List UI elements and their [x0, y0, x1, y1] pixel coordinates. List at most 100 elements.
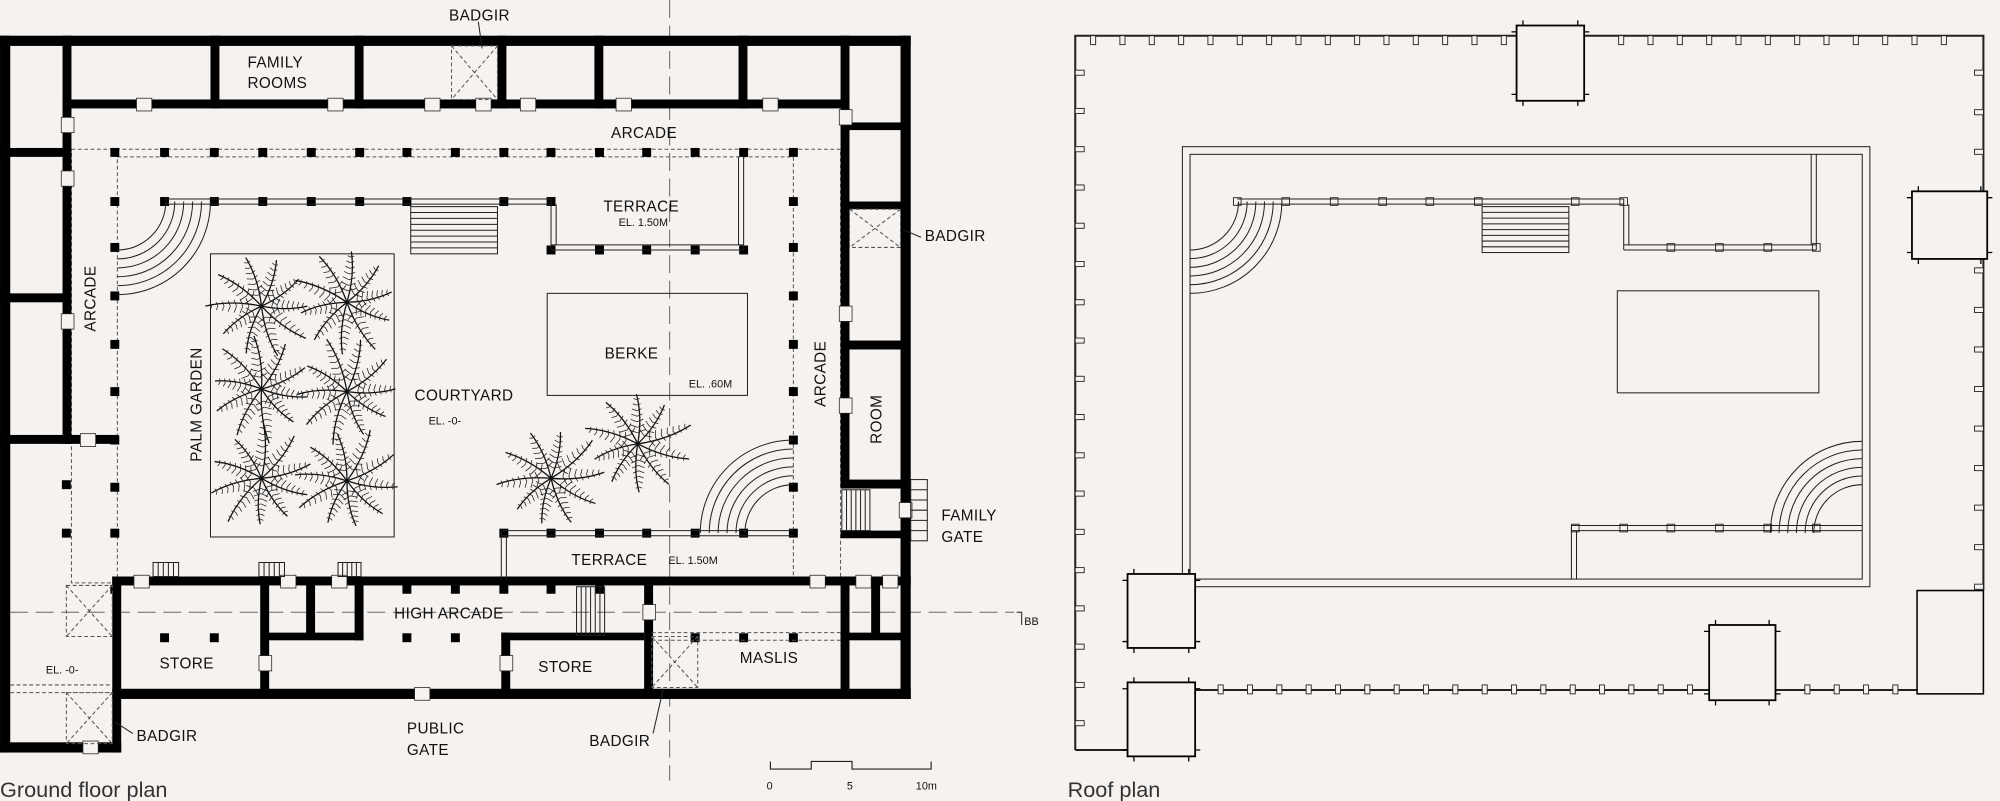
frond-leaflet: [262, 438, 268, 442]
frond-leaflet: [333, 375, 336, 384]
frond-leaflet: [242, 502, 247, 508]
frond-leaflet: [237, 500, 243, 503]
frond-leaflet: [260, 503, 267, 507]
roof-column: [1425, 197, 1435, 206]
frond-leaflet: [374, 310, 379, 315]
frond-leaflet: [585, 494, 590, 499]
frond-leaflet: [629, 424, 638, 428]
frond-leaflet: [648, 454, 656, 458]
frond-leaflet: [232, 288, 238, 293]
frond-leaflet: [325, 263, 329, 267]
frond-leaflet: [371, 365, 374, 371]
frond-leaflet: [250, 270, 256, 275]
frond-leaflet: [233, 299, 237, 307]
frond-leaflet: [294, 281, 298, 285]
frond-leaflet: [249, 492, 255, 500]
frond-leaflet: [267, 430, 272, 433]
frond-leaflet: [545, 463, 554, 469]
wall: [594, 35, 604, 109]
frond-leaflet: [243, 447, 247, 453]
column: [258, 147, 268, 157]
frond-leaflet: [578, 452, 584, 456]
frond-leaflet: [327, 469, 335, 474]
frond-leaflet: [637, 423, 645, 428]
label-arcade-top: ARCADE: [611, 125, 677, 142]
frond-leaflet: [372, 465, 378, 471]
frond-leaflet: [210, 305, 212, 310]
parapet-post: [1804, 684, 1811, 695]
frond-leaflet: [219, 405, 223, 409]
label-berke-el: EL. .60M: [689, 379, 732, 391]
column: [110, 197, 120, 206]
frond-leaflet: [283, 449, 289, 452]
frond-leaflet: [255, 503, 261, 507]
frond-leaflet: [525, 466, 532, 472]
palm-frond: [245, 305, 263, 354]
frond-leaflet: [362, 492, 370, 496]
frond-leaflet: [291, 389, 295, 395]
frond-leaflet: [325, 478, 330, 486]
frond-leaflet: [299, 369, 303, 373]
wall: [840, 122, 910, 131]
column: [690, 633, 700, 643]
frond-leaflet: [295, 328, 300, 332]
palm-frond: [261, 463, 311, 479]
roof-column: [1619, 523, 1628, 533]
parapet-post: [1074, 681, 1085, 688]
frond-leaflet: [243, 483, 246, 491]
frond-leaflet: [631, 459, 639, 464]
frond-leaflet: [263, 327, 269, 333]
frond-leaflet: [308, 287, 313, 292]
parapet-post: [1074, 490, 1085, 497]
label-public-gate-2: GATE: [407, 742, 449, 759]
frond-leaflet: [329, 297, 336, 304]
frond-leaflet: [344, 465, 353, 471]
frond-leaflet: [507, 455, 511, 458]
frond-leaflet: [551, 449, 557, 453]
frond-leaflet: [312, 371, 317, 375]
frond-leaflet: [240, 444, 244, 449]
door: [499, 655, 514, 672]
frond-leaflet: [365, 432, 368, 436]
frond-leaflet: [376, 295, 380, 300]
frond-leaflet: [376, 362, 379, 367]
frond-leaflet: [352, 376, 357, 385]
frond-leaflet: [228, 325, 233, 329]
frond-leaflet: [235, 317, 241, 322]
palm-frond: [346, 429, 371, 482]
roof-parapet: [1074, 34, 1985, 752]
frond-leaflet: [288, 418, 291, 422]
parapet-post: [1148, 35, 1155, 46]
label-terrace-bottom: TERRACE: [571, 552, 647, 569]
parapet-post: [1882, 35, 1889, 46]
frond-leaflet: [570, 484, 577, 490]
frond-leaflet: [262, 486, 268, 494]
frond-leaflet: [270, 488, 278, 492]
badgir-tower-outline: [1515, 24, 1586, 102]
frond-leaflet: [537, 444, 542, 449]
frond-leaflet: [326, 456, 330, 463]
frond-leaflet: [315, 367, 318, 372]
frond-leaflet: [524, 502, 527, 507]
frond-leaflet: [361, 276, 365, 283]
parapet-post: [1569, 684, 1576, 695]
frond-leaflet: [549, 487, 556, 495]
palm-frond: [210, 477, 262, 494]
parapet-post: [1974, 583, 1984, 590]
frond-leaflet: [314, 498, 317, 504]
frond-leaflet: [227, 383, 231, 389]
frond-leaflet: [303, 285, 308, 289]
label-family-rooms-2: ROOMS: [247, 75, 307, 92]
label-arcade-right: ARCADE: [812, 341, 829, 407]
frond-leaflet: [380, 480, 384, 485]
step-arc: [1190, 201, 1248, 260]
parapet-post: [1647, 35, 1654, 46]
frond-leaflet: [345, 369, 352, 375]
frond-leaflet: [252, 458, 258, 466]
frond-leaflet: [221, 305, 225, 312]
frond-leaflet: [636, 403, 641, 406]
frond-leaflet: [335, 358, 341, 363]
frond-leaflet: [262, 444, 269, 448]
label-terrace-top: TERRACE: [603, 199, 679, 216]
frond-leaflet: [244, 419, 249, 424]
